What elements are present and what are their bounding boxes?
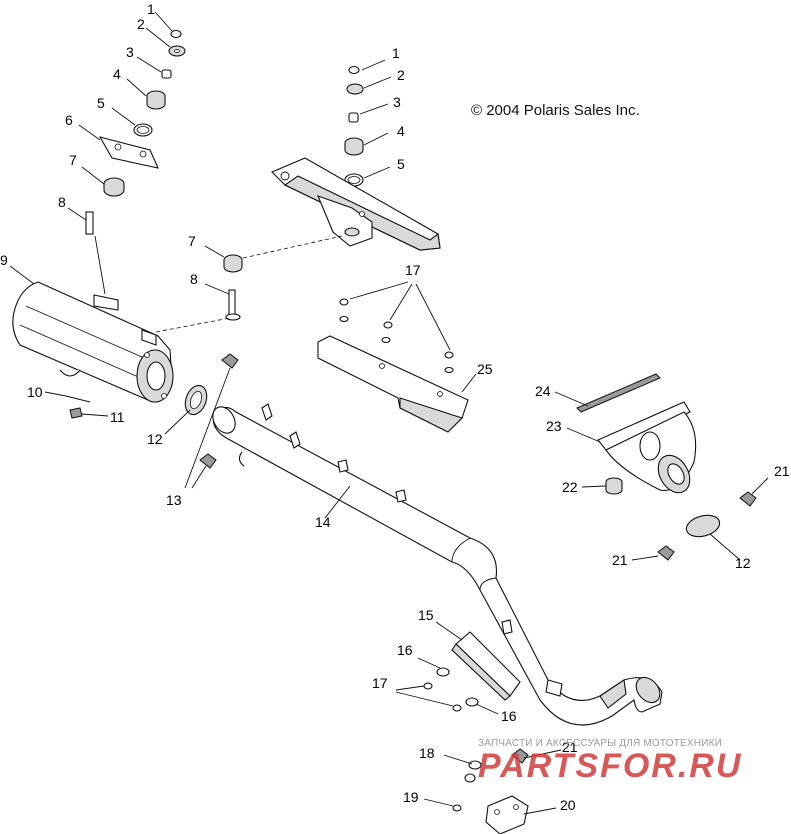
plug-22 [605,477,623,495]
callout-20: 20 [560,797,576,813]
exhaust-pipe-14 [212,403,663,726]
bolt-11 [69,407,83,419]
callout-13: 13 [166,492,182,508]
callout-16-top: 16 [397,642,413,658]
copyright-notice: © 2004 Polaris Sales Inc. [471,102,640,119]
spring-21-lower [511,748,529,764]
screen-24 [576,373,661,413]
callout-24: 24 [535,383,551,399]
callout-2-right: 2 [397,67,405,83]
callout-7-left: 7 [69,152,77,168]
grommet-7-mid [223,254,243,273]
callout-3-left: 3 [126,44,134,60]
spacer-3-right [348,112,359,123]
watermark-logo: PARTSFOR.RU [478,747,743,785]
spring-21-mid [657,545,675,561]
spacer-3-left [161,69,172,79]
washer-2-right [346,83,364,95]
callout-5-left: 5 [97,95,105,111]
nut-19 [452,804,462,812]
callout-1-left: 1 [147,1,155,17]
callout-7-mid: 7 [188,233,196,249]
callout-8-mid: 8 [190,271,198,287]
bracket-20 [485,795,529,834]
watermark: ЗАПЧАСТИ И АКСЕССУАРЫ ДЛЯ МОТОТЕХНИКИ PA… [478,738,778,786]
grommet-4-right [344,137,364,156]
callout-4-right: 4 [397,123,405,139]
washer-18b [464,773,476,783]
frame-rail [271,157,441,251]
bracket-6-left [98,136,159,169]
ring-5-left [133,123,153,137]
heat-shield-25 [317,335,469,433]
callout-11: 11 [110,409,125,425]
callout-12-left: 12 [147,431,163,447]
callout-5-right: 5 [397,156,405,172]
callout-23: 23 [546,418,562,434]
gasket-12-right [685,514,721,538]
callout-4-left: 4 [113,66,121,82]
spring-21-right [739,491,757,507]
bolt-8-mid-head [225,313,241,321]
bolt-8-left [85,211,94,235]
bolt-8-mid [228,289,236,317]
callout-17-bottom: 17 [372,675,388,691]
callout-25: 25 [477,361,493,377]
watermark-tagline: ЗАПЧАСТИ И АКСЕССУАРЫ ДЛЯ МОТОТЕХНИКИ [478,738,723,749]
callout-10: 10 [27,384,43,400]
callout-21-mid: 21 [612,552,628,568]
muffler [12,281,174,403]
nut-1-left [170,29,182,39]
callout-15: 15 [418,607,434,623]
callout-14: 14 [315,514,331,530]
clip-10 [65,395,91,403]
callout-6: 6 [65,112,73,128]
grommet-7-left [103,177,125,197]
callout-12-right: 12 [735,555,751,571]
callout-21-lower: 21 [562,739,578,755]
callout-2-left: 2 [137,16,145,32]
callout-3-right: 3 [393,94,401,110]
washer-16-bottom [465,697,479,707]
gasket-23 [597,401,691,451]
callout-1-right: 1 [392,45,400,61]
callout-8-left: 8 [58,194,66,210]
callout-16-bottom: 16 [501,708,517,724]
nuts-17-top [339,281,454,374]
callout-9: 9 [0,252,8,268]
callout-18: 18 [419,745,435,761]
callout-22: 22 [562,479,578,495]
spark-arrestor [576,373,697,494]
washer-18a [468,760,482,770]
nut-17-a [423,682,433,690]
left-hardware-stack [67,11,186,235]
callout-19: 19 [403,789,419,805]
springs-13 [184,353,239,489]
grommet-4-left [146,90,166,110]
washer-16-top [436,667,450,677]
nut-17-b [452,704,462,712]
nut-1-right [348,65,360,75]
right-hardware-stack [344,59,392,187]
callout-17-top: 17 [405,262,421,278]
callout-21-right: 21 [774,463,790,479]
